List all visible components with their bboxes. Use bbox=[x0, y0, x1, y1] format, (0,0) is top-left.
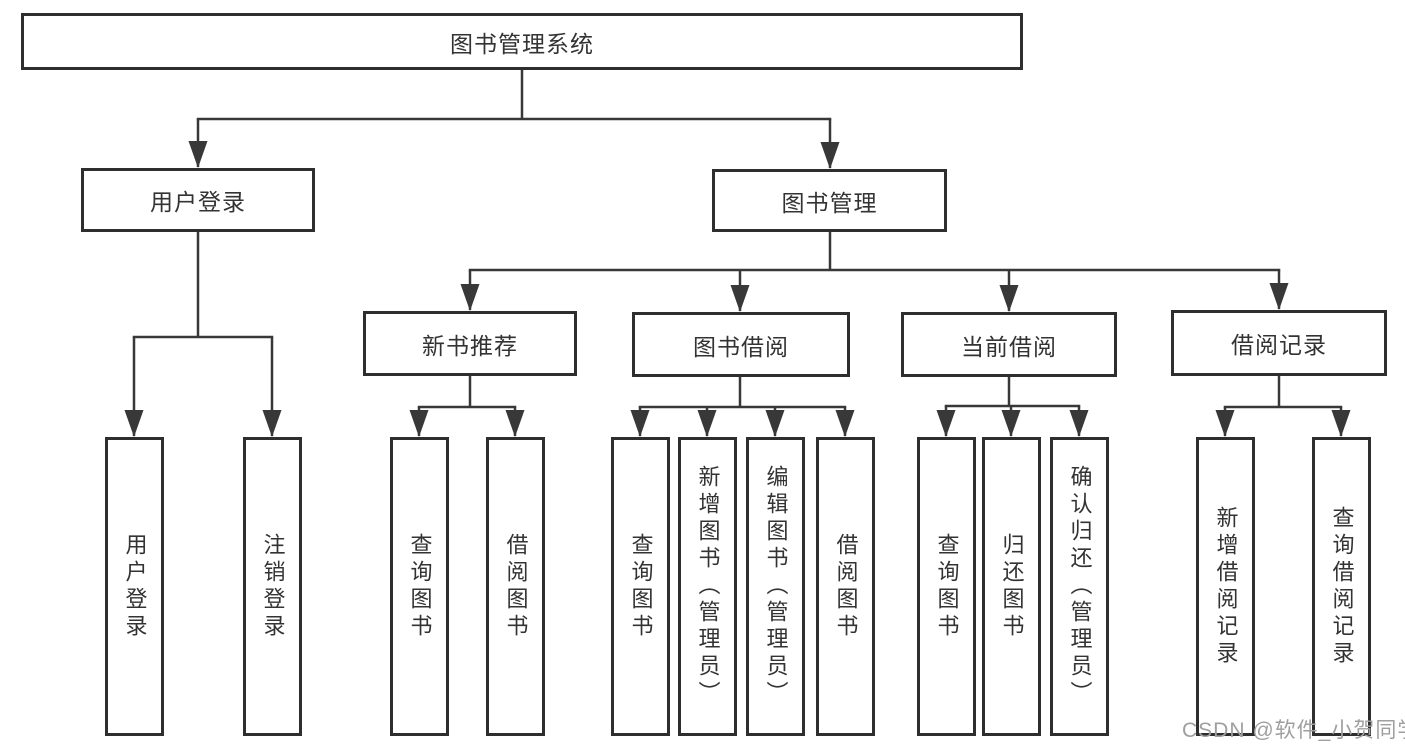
leaf-query-borrow-record: 查询借阅记录 bbox=[1312, 437, 1371, 736]
node-current-borrowing: 当前借阅 bbox=[901, 312, 1117, 377]
node-borrow-records: 借阅记录 bbox=[1171, 310, 1387, 376]
leaf-logout: 注销登录 bbox=[243, 437, 302, 736]
leaf-query-books-recommend: 查询图书 bbox=[390, 437, 449, 736]
leaf-user-login: 用户登录 bbox=[105, 437, 164, 736]
branch-book-management bbox=[460, 231, 1289, 312]
branch-root bbox=[188, 68, 840, 169]
leaf-query-books-current: 查询图书 bbox=[917, 437, 976, 736]
leaf-add-book-admin: 新增图书（管理员） bbox=[678, 437, 737, 736]
leaf-confirm-return-admin: 确认归还（管理员） bbox=[1050, 437, 1109, 736]
branch-new-book-recommend bbox=[409, 375, 525, 437]
branch-user-login bbox=[124, 231, 282, 437]
node-new-book-recommend: 新书推荐 bbox=[363, 311, 577, 376]
branch-borrow-records bbox=[1215, 375, 1351, 437]
node-book-management: 图书管理 bbox=[712, 169, 947, 232]
leaf-query-books-borrowing: 查询图书 bbox=[611, 437, 670, 736]
node-library-system: 图书管理系统 bbox=[21, 13, 1023, 70]
leaf-borrow-books: 借阅图书 bbox=[816, 437, 875, 736]
leaf-return-book: 归还图书 bbox=[982, 437, 1041, 736]
branch-current-borrowing bbox=[936, 376, 1089, 437]
node-book-borrowing: 图书借阅 bbox=[632, 312, 850, 377]
leaf-edit-book-admin: 编辑图书（管理员） bbox=[746, 437, 805, 736]
leaf-borrow-books-recommend: 借阅图书 bbox=[486, 437, 545, 736]
branch-book-borrowing bbox=[630, 376, 855, 437]
watermark: CSDN @软件_小贺同学 bbox=[1182, 719, 1405, 742]
leaf-add-borrow-record: 新增借阅记录 bbox=[1196, 437, 1255, 736]
node-user-login: 用户登录 bbox=[81, 168, 315, 232]
